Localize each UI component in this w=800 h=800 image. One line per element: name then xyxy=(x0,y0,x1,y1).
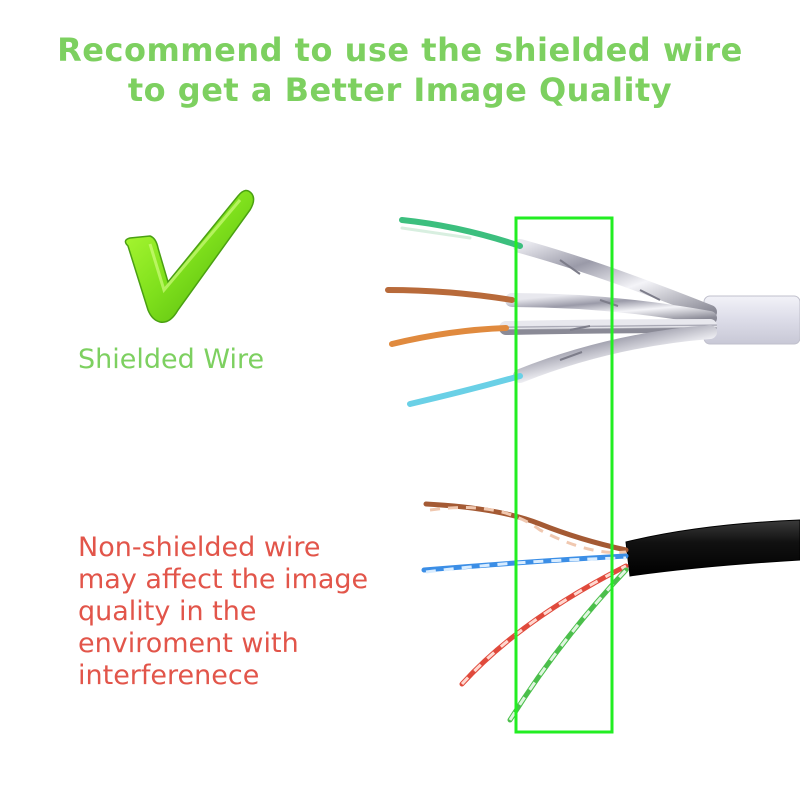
non-shielded-warning: Non-shielded wire may affect the image q… xyxy=(78,532,368,692)
warning-line: may affect the image xyxy=(78,564,369,595)
shielded-cable-image xyxy=(385,217,800,407)
warning-line: Non-shielded wire xyxy=(78,532,321,563)
non-shielded-cable-image xyxy=(421,501,800,723)
warning-line: quality in the xyxy=(78,596,257,627)
shielded-wire-label: Shielded Wire xyxy=(78,344,265,375)
checkmark-icon xyxy=(124,189,255,323)
highlight-frame xyxy=(514,216,614,734)
warning-line: enviroment with xyxy=(78,628,299,659)
headline-line-1: Recommend to use the shielded wire xyxy=(57,31,743,69)
warning-line: interferenece xyxy=(78,660,260,691)
headline-line-2: to get a Better Image Quality xyxy=(127,71,673,109)
headline: Recommend to use the shielded wire to ge… xyxy=(0,30,800,110)
